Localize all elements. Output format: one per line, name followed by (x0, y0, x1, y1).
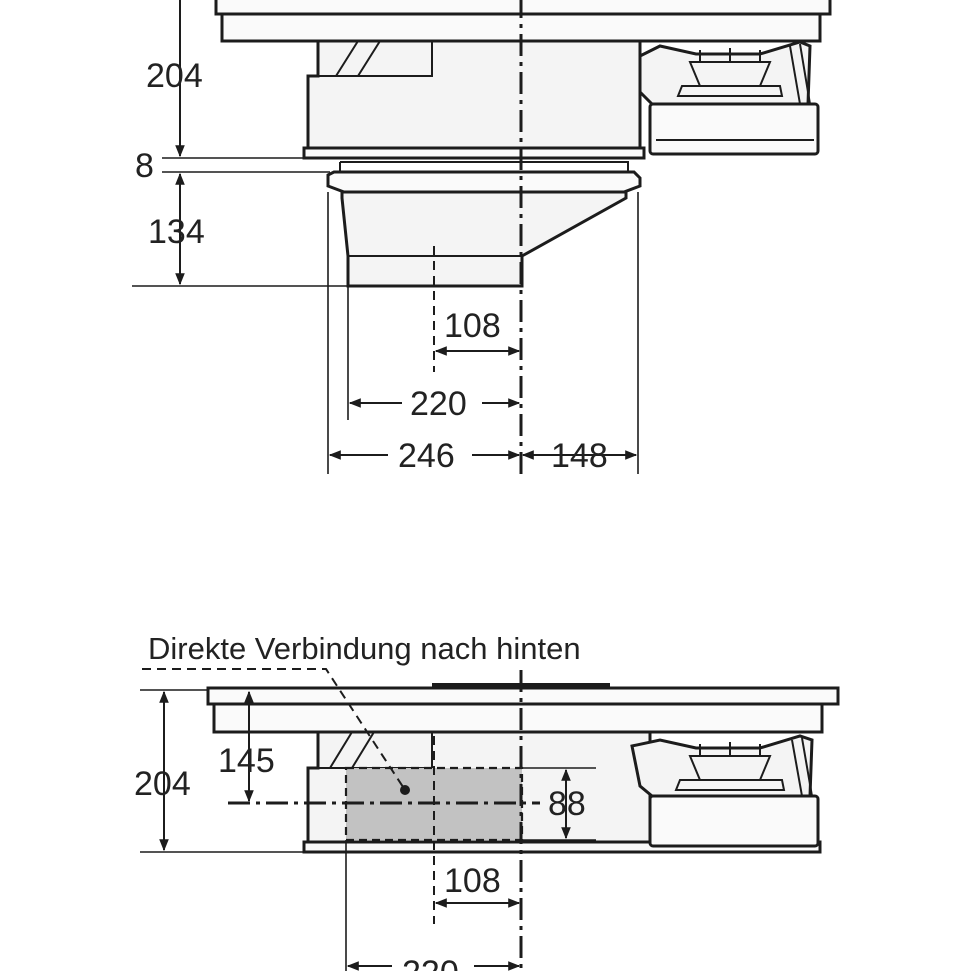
dim-label-204: 204 (146, 57, 203, 95)
leader-line (142, 668, 406, 791)
bottom-view: Direkte Verbindung nach hinten (134, 631, 840, 971)
fan-motor (638, 40, 820, 156)
dim-label-148: 148 (551, 437, 608, 475)
cooktop-plate (214, 0, 832, 43)
fan-motor (630, 734, 820, 848)
top-view: 204 8 134 108 220 246 148 (132, 0, 832, 478)
connection-note: Direkte Verbindung nach hinten (148, 631, 581, 666)
duct-adapter (326, 161, 642, 288)
extractor-housing (302, 39, 646, 160)
dim-label-246: 246 (398, 437, 455, 475)
dim-label-220: 220 (410, 385, 467, 423)
dim-label-220: 220 (402, 954, 459, 971)
dim-label-108: 108 (444, 862, 501, 900)
dim-label-134: 134 (148, 213, 205, 251)
dim-label-108: 108 (444, 307, 501, 345)
dim-label-8: 8 (135, 147, 154, 185)
cooktop-plate (206, 683, 840, 734)
dim-label-88: 88 (548, 785, 586, 823)
dim-label-204: 204 (134, 765, 191, 803)
dim-label-145: 145 (218, 742, 275, 780)
